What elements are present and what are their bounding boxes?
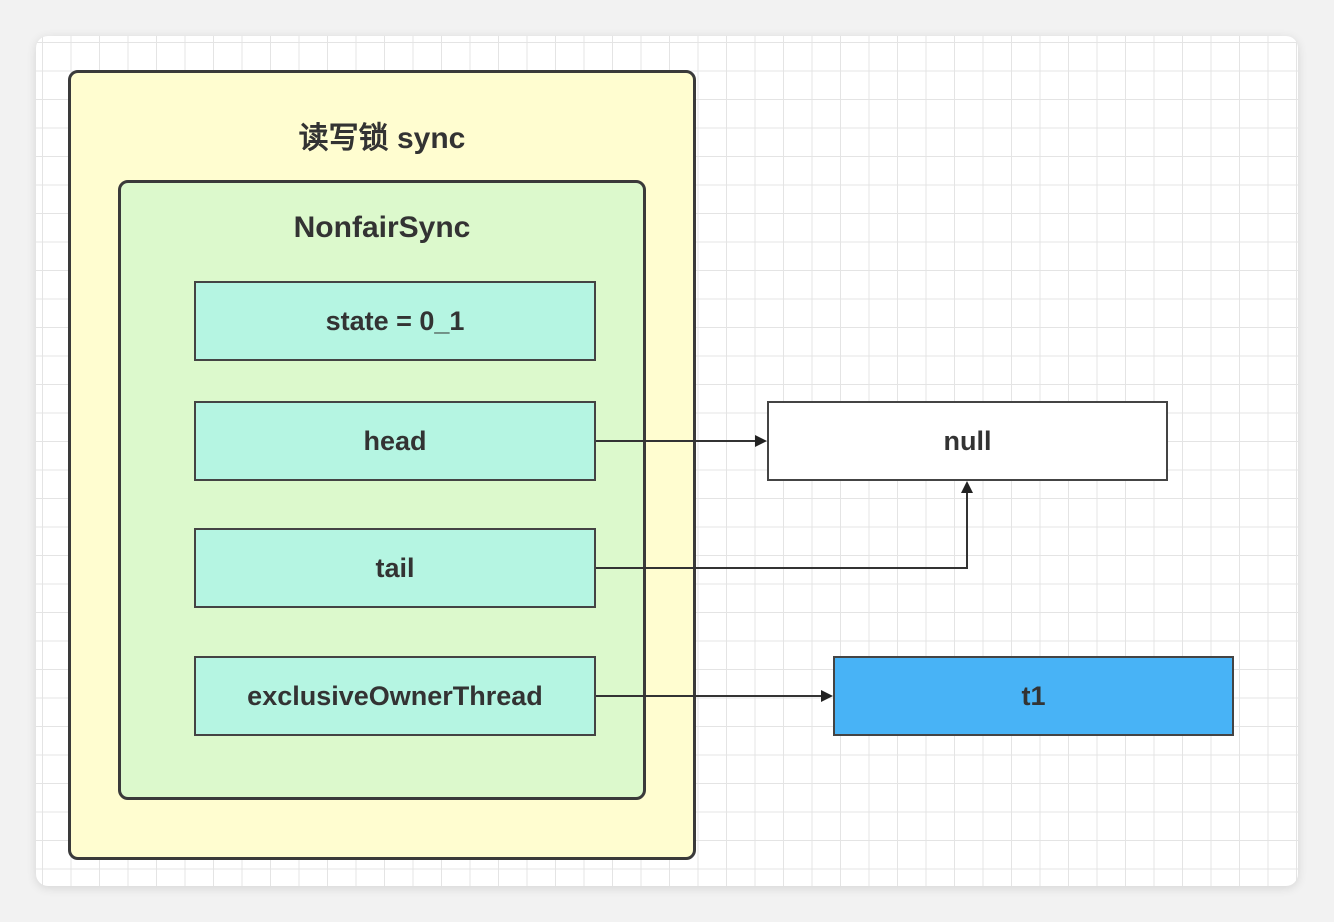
tail-field-label: tail bbox=[375, 552, 415, 583]
t1-node: t1 bbox=[833, 656, 1234, 736]
tail-field: tail bbox=[194, 528, 596, 608]
head-field: head bbox=[194, 401, 596, 481]
null-node-label: null bbox=[943, 425, 992, 456]
state-field: state = 0_1 bbox=[194, 281, 596, 361]
state-field-label: state = 0_1 bbox=[325, 305, 465, 336]
head-field-label: head bbox=[363, 425, 427, 456]
null-node: null bbox=[767, 401, 1168, 481]
owner-thread-field: exclusiveOwnerThread bbox=[194, 656, 596, 736]
t1-node-label: t1 bbox=[1021, 680, 1046, 711]
owner-thread-field-label: exclusiveOwnerThread bbox=[247, 680, 543, 711]
sync-title: 读写锁 sync bbox=[298, 122, 466, 155]
tail-to-null-arrow bbox=[596, 481, 973, 569]
nonfairsync-title: NonfairSync bbox=[293, 211, 471, 244]
